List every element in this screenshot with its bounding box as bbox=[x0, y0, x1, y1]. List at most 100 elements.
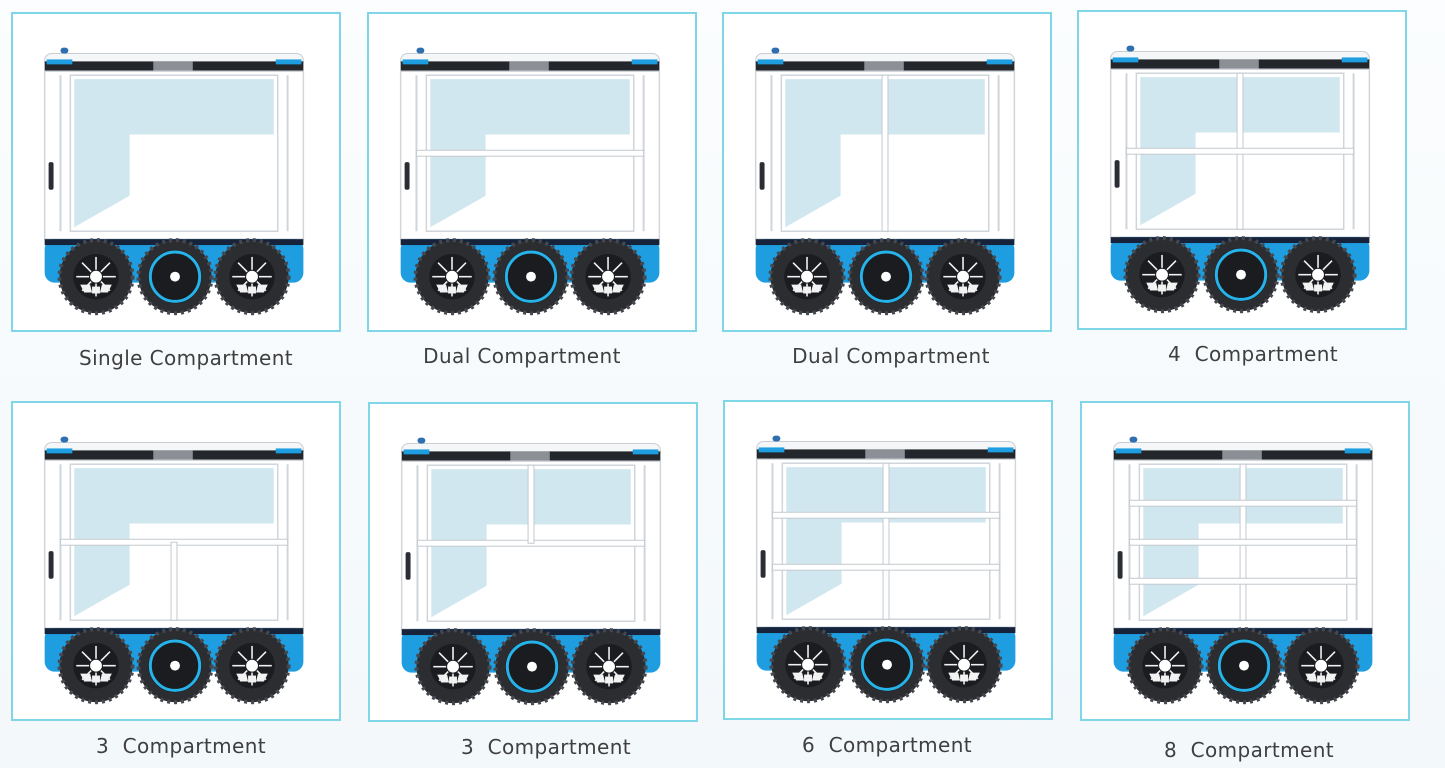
center-wheel bbox=[492, 238, 570, 316]
light-strip-left bbox=[1112, 57, 1139, 63]
delivery-robot-illustration bbox=[755, 435, 1017, 704]
robot-card-7[interactable] bbox=[723, 400, 1053, 720]
delivery-robot-illustration bbox=[1109, 45, 1371, 314]
robot bbox=[400, 437, 662, 706]
light-strip-right bbox=[986, 59, 1013, 65]
side-wheel bbox=[414, 628, 492, 706]
variant-label: Dual Compartment bbox=[792, 344, 990, 368]
shelf-divider bbox=[1128, 499, 1358, 507]
glass-panel bbox=[1140, 77, 1340, 226]
shelf-divider bbox=[771, 563, 1001, 571]
side-wheel bbox=[925, 626, 1003, 704]
sensor-dot bbox=[417, 437, 426, 444]
shelf-divider bbox=[1125, 147, 1355, 155]
light-strip-left bbox=[403, 449, 430, 455]
glass-panel bbox=[74, 468, 274, 617]
door-handle bbox=[48, 162, 54, 190]
center-wheel bbox=[136, 627, 214, 705]
light-strip-left bbox=[46, 59, 73, 65]
glass-panel bbox=[785, 79, 985, 228]
side-wheel bbox=[569, 238, 647, 316]
vertical-divider bbox=[882, 462, 890, 620]
light-strip-right bbox=[632, 449, 659, 455]
top-display bbox=[1219, 59, 1259, 70]
top-display bbox=[864, 61, 904, 72]
shelf-divider bbox=[1128, 577, 1358, 585]
shelf-divider bbox=[771, 511, 1001, 519]
side-wheel bbox=[57, 238, 135, 316]
door-handle bbox=[404, 162, 410, 190]
robot-card-6[interactable] bbox=[368, 402, 698, 722]
light-strip-left bbox=[757, 59, 784, 65]
center-wheel bbox=[847, 238, 925, 316]
glass-panel bbox=[431, 469, 631, 618]
delivery-robot-illustration bbox=[43, 47, 305, 316]
robot-card-1[interactable] bbox=[11, 12, 341, 332]
delivery-robot-illustration bbox=[399, 47, 661, 316]
door-handle bbox=[48, 551, 54, 579]
side-wheel bbox=[570, 628, 648, 706]
light-strip-right bbox=[631, 59, 658, 65]
door-handle bbox=[759, 162, 765, 190]
light-strip-left bbox=[1115, 448, 1142, 454]
variant-label: Dual Compartment bbox=[423, 344, 621, 368]
glass-panel bbox=[74, 79, 274, 228]
robot-card-2[interactable] bbox=[367, 12, 697, 332]
variant-label: Single Compartment bbox=[78, 346, 294, 370]
delivery-robot-illustration bbox=[754, 47, 1016, 316]
door-handle bbox=[1117, 551, 1123, 579]
robot-card-4[interactable] bbox=[1077, 10, 1407, 330]
side-wheel bbox=[413, 238, 491, 316]
side-wheel bbox=[924, 238, 1002, 316]
robot bbox=[755, 435, 1017, 704]
sensor-dot bbox=[416, 47, 425, 54]
sensor-dot bbox=[772, 435, 781, 442]
side-wheel bbox=[57, 627, 135, 705]
top-display bbox=[153, 450, 193, 461]
light-strip-right bbox=[987, 447, 1014, 453]
robot bbox=[399, 47, 661, 316]
robot bbox=[1109, 45, 1371, 314]
robot bbox=[43, 47, 305, 316]
center-wheel bbox=[1205, 627, 1283, 705]
glass-panel bbox=[430, 79, 630, 228]
light-strip-left bbox=[758, 447, 785, 453]
side-wheel bbox=[768, 238, 846, 316]
robot bbox=[1112, 436, 1374, 705]
robot-card-3[interactable] bbox=[722, 12, 1052, 332]
light-strip-right bbox=[275, 59, 302, 65]
side-wheel bbox=[1279, 236, 1357, 314]
top-display bbox=[865, 449, 905, 460]
side-wheel bbox=[213, 238, 291, 316]
door-handle bbox=[760, 550, 766, 578]
shelf-divider bbox=[1128, 538, 1358, 546]
sensor-dot bbox=[771, 47, 780, 54]
light-strip-left bbox=[402, 59, 429, 65]
variant-label: 3 Compartment bbox=[460, 735, 632, 759]
variant-label: 6 Compartment bbox=[801, 733, 973, 757]
side-wheel bbox=[1126, 627, 1204, 705]
robot-card-8[interactable] bbox=[1080, 401, 1410, 721]
top-display bbox=[509, 61, 549, 72]
light-strip-right bbox=[1341, 57, 1368, 63]
variant-label: 3 Compartment bbox=[95, 734, 267, 758]
robot bbox=[754, 47, 1016, 316]
robot bbox=[43, 436, 305, 705]
sensor-dot bbox=[1126, 45, 1135, 52]
robot-card-5[interactable] bbox=[11, 401, 341, 721]
side-wheel bbox=[213, 627, 291, 705]
center-wheel bbox=[848, 626, 926, 704]
top-display bbox=[153, 61, 193, 72]
light-strip-right bbox=[275, 448, 302, 454]
vertical-divider bbox=[881, 74, 889, 232]
top-display bbox=[1222, 450, 1262, 461]
sensor-dot bbox=[1129, 436, 1138, 443]
center-wheel bbox=[1202, 236, 1280, 314]
door-handle bbox=[405, 552, 411, 580]
side-wheel bbox=[769, 626, 847, 704]
light-strip-right bbox=[1344, 448, 1371, 454]
delivery-robot-illustration bbox=[1112, 436, 1374, 705]
vertical-divider bbox=[527, 464, 535, 544]
delivery-robot-illustration bbox=[400, 437, 662, 706]
side-wheel bbox=[1282, 627, 1360, 705]
